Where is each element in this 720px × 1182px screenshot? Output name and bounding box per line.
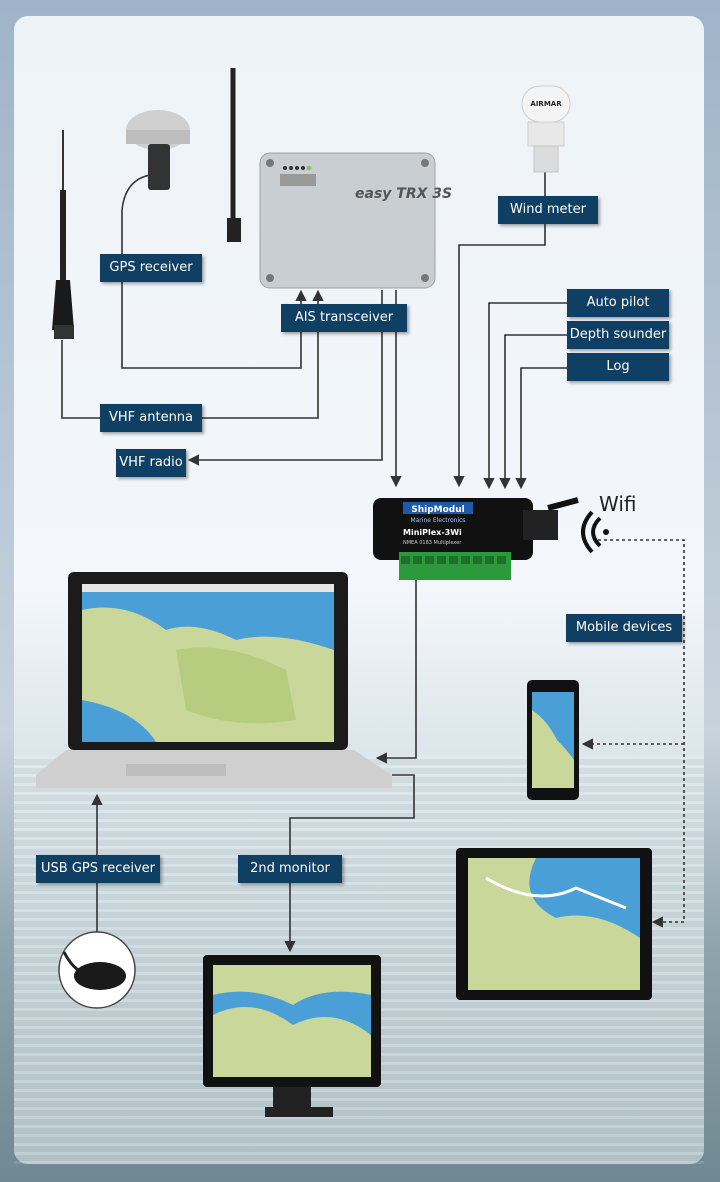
usb-gps-device (58, 931, 136, 1009)
wifi-label: Wifi (599, 492, 637, 516)
wind-brand-text: AIRMAR (530, 100, 562, 108)
mux-sub-text: Marine Electronics (410, 517, 465, 524)
log-label: Log (567, 353, 669, 381)
ais-transceiver-label: AIS transceiver (281, 304, 407, 332)
laptop-device (36, 572, 392, 788)
vhf-antenna-device (52, 130, 74, 339)
mux-brand-text: ShipModul (411, 505, 465, 515)
gps-receiver-device (126, 110, 190, 190)
mux-model-text: MiniPlex-3Wi (403, 528, 462, 537)
wifi-icon (581, 510, 609, 554)
ais-brand-text: easy TRX 3S (355, 186, 452, 202)
second-monitor-label: 2nd monitor (238, 855, 342, 883)
vhf-radio-label: VHF radio (116, 449, 186, 477)
wind-meter-label: Wind meter (498, 196, 598, 224)
mux-desc-text: NMEA 0183 Multiplexer (403, 540, 462, 546)
usb-gps-receiver-label: USB GPS receiver (36, 855, 160, 883)
gps-receiver-label: GPS receiver (100, 254, 202, 282)
second-monitor-device (203, 955, 381, 1117)
tablet-device (456, 848, 652, 1000)
phone-device (527, 680, 579, 800)
vhf-antenna-label: VHF antenna (100, 404, 202, 432)
ais-transceiver-device: easy TRX 3S (227, 68, 452, 289)
multiplexer-device: ShipModul Marine Electronics MiniPlex-3W… (373, 497, 579, 580)
depth-sounder-label: Depth sounder (567, 321, 669, 349)
mobile-devices-label: Mobile devices (566, 614, 682, 642)
auto-pilot-label: Auto pilot (567, 289, 669, 317)
wind-meter-device: AIRMAR (521, 85, 571, 173)
